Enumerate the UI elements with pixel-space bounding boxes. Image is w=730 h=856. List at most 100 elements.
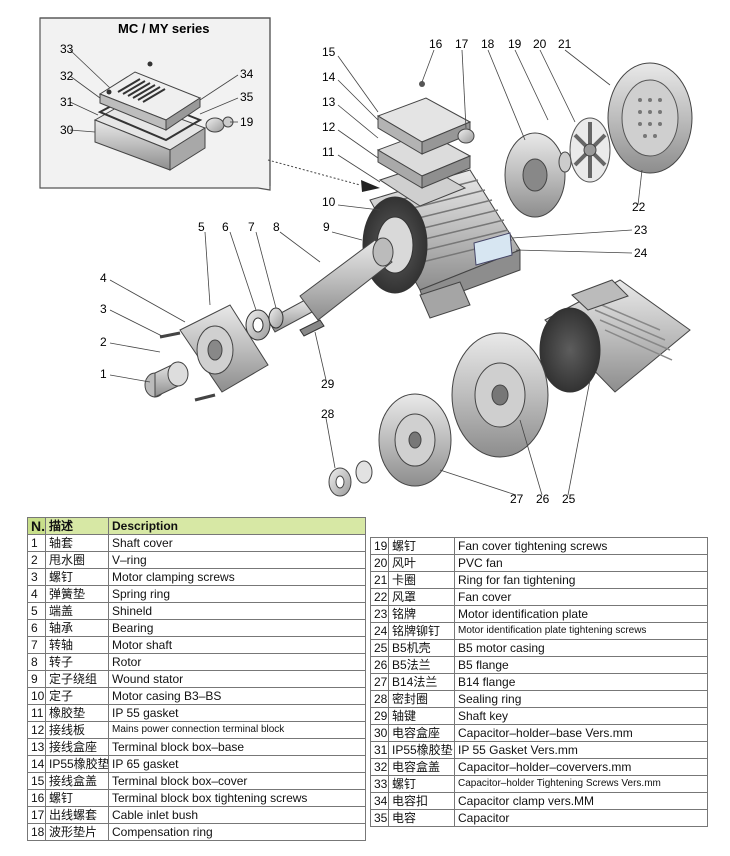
part-number: 1 (27, 534, 46, 552)
callout-15: 15 (322, 45, 336, 59)
part-number: 10 (27, 687, 46, 705)
part-number: 22 (370, 588, 389, 606)
callout-6: 6 (222, 220, 229, 234)
part-description: B5 motor casing (454, 639, 708, 657)
part-name-zh: 电容扣 (388, 792, 455, 810)
part-name-zh: 端盖 (45, 602, 109, 620)
fan-cover (607, 62, 693, 174)
part-number: 23 (370, 605, 389, 623)
callout-22: 22 (632, 200, 646, 214)
header-number: N. (27, 517, 46, 535)
shaft-cover (144, 361, 189, 398)
part-number: 9 (27, 670, 46, 688)
b5-motor-casing (539, 279, 691, 393)
part-description: Motor casing B3–BS (108, 687, 366, 705)
callout-28: 28 (321, 407, 335, 421)
part-description: Sealing ring (454, 690, 708, 708)
part-number: 5 (27, 602, 46, 620)
part-description: Fan cover tightening screws (454, 537, 708, 555)
part-number: 8 (27, 653, 46, 671)
header-description: Description (108, 517, 366, 535)
part-number: 24 (370, 622, 389, 640)
part-name-zh: B5机壳 (388, 639, 455, 657)
part-name-zh: 轴键 (388, 707, 455, 725)
inset-cable-bush (205, 116, 234, 133)
callout-25: 25 (562, 492, 576, 506)
part-number: 20 (370, 554, 389, 572)
part-name-zh: 弹簧垫 (45, 585, 109, 603)
callout-16: 16 (429, 37, 443, 51)
part-description: Ring for fan tightening (454, 571, 708, 589)
part-description: Bearing (108, 619, 366, 637)
part-description: Capacitor–holder Tightening Screws Vers.… (454, 775, 708, 793)
part-description: IP 55 gasket (108, 704, 366, 722)
part-name-zh: 风罩 (388, 588, 455, 606)
header-zh: 描述 (45, 517, 109, 535)
part-number: 16 (27, 789, 46, 807)
inset-panel: MC / MY series (39, 17, 271, 191)
part-description: B5 flange (454, 656, 708, 674)
callout-32: 32 (60, 69, 74, 83)
part-name-zh: 螺钉 (388, 537, 455, 555)
part-number: 2 (27, 551, 46, 569)
callout-10: 10 (322, 195, 336, 209)
part-number: 30 (370, 724, 389, 742)
part-number: 4 (27, 585, 46, 603)
part-number: 17 (27, 806, 46, 824)
part-name-zh: IP55橡胶垫 (388, 741, 455, 759)
part-name-zh: 螺钉 (45, 789, 109, 807)
part-description: Motor identification plate (454, 605, 708, 623)
inset-link-arrow (267, 159, 380, 192)
part-description: Motor clamping screws (108, 568, 366, 586)
part-name-zh: 转子 (45, 653, 109, 671)
part-number: 12 (27, 721, 46, 739)
callout-8: 8 (273, 220, 280, 234)
part-description: Shaft key (454, 707, 708, 725)
part-name-zh: 螺钉 (388, 775, 455, 793)
rotor-shaft (267, 237, 394, 333)
callout-9: 9 (323, 220, 330, 234)
callout-1: 1 (100, 367, 107, 381)
part-description: Motor shaft (108, 636, 366, 654)
callout-34: 34 (240, 67, 254, 81)
callout-17: 17 (455, 37, 469, 51)
identification-plate (473, 232, 513, 266)
part-description: Terminal block box–base (108, 738, 366, 756)
part-name-zh: 铭牌 (388, 605, 455, 623)
part-name-zh: 电容 (388, 809, 455, 827)
part-name-zh: 波形垫片 (45, 823, 109, 841)
part-name-zh: 铭牌铆钉 (388, 622, 455, 640)
callout-2: 2 (100, 335, 107, 349)
part-description: Cable inlet bush (108, 806, 366, 824)
part-name-zh: 橡胶垫 (45, 704, 109, 722)
part-number: 28 (370, 690, 389, 708)
callout-35: 35 (240, 90, 254, 104)
part-name-zh: 螺钉 (45, 568, 109, 586)
part-number: 29 (370, 707, 389, 725)
part-number: 31 (370, 741, 389, 759)
part-description: Compensation ring (108, 823, 366, 841)
part-number: 14 (27, 755, 46, 773)
part-name-zh: 轴套 (45, 534, 109, 552)
